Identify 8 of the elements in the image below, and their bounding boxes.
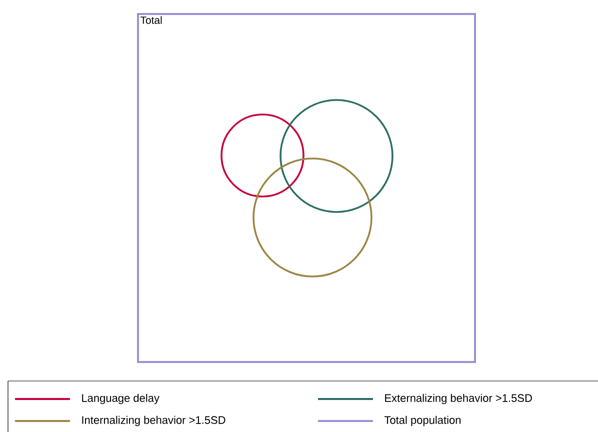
legend-text: Language delay <box>82 394 160 404</box>
set-box: Total <box>137 13 476 363</box>
circle <box>220 114 304 198</box>
circle <box>252 158 372 278</box>
legend-text: Externalizing behavior >1.5SD <box>385 394 532 404</box>
legend-text: Internalizing behavior >1.5SD <box>82 416 226 426</box>
circle <box>280 99 394 213</box>
legend-text: Total population <box>384 416 461 426</box>
